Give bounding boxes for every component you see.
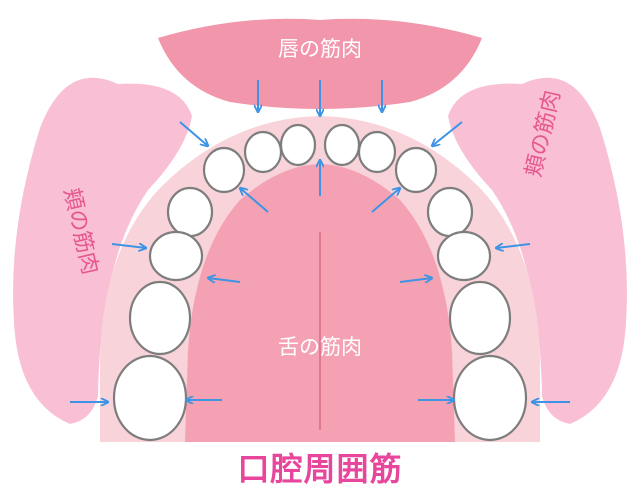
tooth bbox=[128, 280, 192, 356]
cheek-muscle-left bbox=[13, 77, 193, 424]
force-arrow bbox=[496, 244, 531, 248]
tooth bbox=[166, 186, 214, 238]
tooth bbox=[323, 123, 361, 167]
tooth bbox=[426, 186, 474, 238]
force-arrow bbox=[111, 244, 146, 248]
tooth bbox=[279, 123, 317, 167]
tooth bbox=[436, 230, 492, 282]
cheek-muscle-right bbox=[448, 77, 627, 424]
lip-muscle bbox=[158, 18, 482, 109]
tooth bbox=[448, 280, 512, 356]
tongue-muscle-label: 舌の筋肉 bbox=[278, 335, 362, 359]
tooth bbox=[452, 354, 528, 442]
tooth bbox=[112, 354, 188, 442]
tooth bbox=[148, 230, 204, 282]
tooth bbox=[243, 130, 283, 174]
force-arrow bbox=[371, 188, 400, 213]
tooth bbox=[394, 146, 438, 194]
force-arrow bbox=[399, 278, 432, 282]
diagram-title: 口腔周囲筋 bbox=[237, 450, 403, 488]
lip-muscle-label: 唇の筋肉 bbox=[278, 37, 362, 61]
force-arrow bbox=[432, 121, 463, 146]
tooth bbox=[357, 130, 397, 174]
force-arrow bbox=[208, 278, 241, 282]
force-arrow bbox=[179, 121, 208, 146]
force-arrow bbox=[240, 188, 269, 213]
tooth bbox=[202, 146, 246, 194]
